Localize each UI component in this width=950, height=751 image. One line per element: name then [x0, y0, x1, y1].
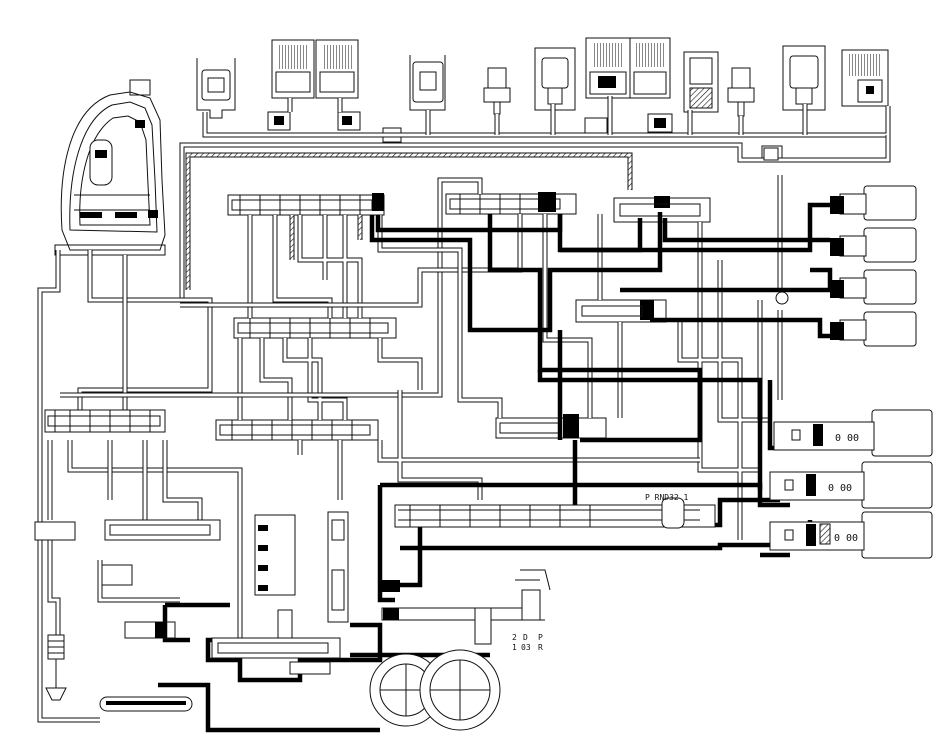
pressure-solenoid-3: 0 00 [769, 511, 933, 559]
check-valves [763, 147, 789, 305]
top-valve-1 [196, 58, 236, 119]
lower-left-valves [34, 519, 221, 639]
valve-body-middle-left [233, 317, 397, 339]
pressure-sensor-2 [727, 67, 755, 117]
torque-converter [54, 79, 166, 256]
oil-strainer [99, 696, 193, 712]
lever-mark-r: R [538, 643, 543, 652]
valve-body-lower-left [215, 419, 379, 441]
pressure-solenoid-2-marks: 0 00 [828, 483, 852, 494]
top-valve-8 [683, 51, 719, 113]
shift-solenoid-stack [830, 185, 917, 347]
lower-valve-assembly: 2 D P 1 03 R [380, 569, 551, 652]
upper-galleries [179, 96, 891, 300]
valve-body-upper-left [227, 193, 385, 216]
lever-mark-p: P [538, 633, 543, 642]
shift-solenoid-2 [830, 227, 917, 263]
pressure-sensor-1 [483, 67, 511, 115]
valve-body-middle-right [575, 299, 667, 323]
lower-middle-valves [254, 511, 349, 623]
shift-solenoid-3 [830, 269, 917, 305]
top-valve-4 [382, 55, 446, 143]
top-valve-10 [841, 49, 889, 107]
internal-passages [60, 175, 783, 540]
lever-mark-03: 03 [521, 643, 531, 652]
oil-pump [369, 649, 501, 731]
oil-filter [45, 634, 67, 701]
top-valve-3 [315, 39, 361, 131]
top-valve-9 [761, 45, 826, 163]
main-pressure-lines [158, 202, 840, 733]
valve-body-upper-mid [445, 192, 577, 215]
lever-mark-d: D [523, 633, 528, 642]
valve-body-lower-right [495, 414, 607, 439]
pressure-solenoid-1: 0 00 [773, 409, 933, 457]
top-valve-6 [585, 37, 631, 99]
top-valve-2 [267, 39, 315, 131]
pressure-solenoid-2: 0 00 [769, 461, 933, 509]
top-valve-5 [534, 47, 608, 135]
shift-solenoid-1 [830, 185, 917, 221]
pressure-solenoid-3-marks: 0 00 [834, 533, 858, 544]
pressure-solenoids: 0 00 0 00 0 00 [769, 409, 933, 559]
lever-mark-1: 1 [512, 643, 517, 652]
shift-solenoid-4 [830, 311, 917, 347]
manual-valve: P RND32 1 [394, 493, 716, 529]
top-valve-7 [629, 37, 673, 133]
lower-regulator [211, 609, 341, 675]
top-valve-row [196, 37, 889, 163]
lever-mark-2: 2 [512, 633, 517, 642]
selector-positions-label: P RND32 1 [645, 493, 689, 502]
pressure-solenoid-1-marks: 0 00 [835, 433, 859, 444]
left-shift-valve [44, 409, 166, 433]
